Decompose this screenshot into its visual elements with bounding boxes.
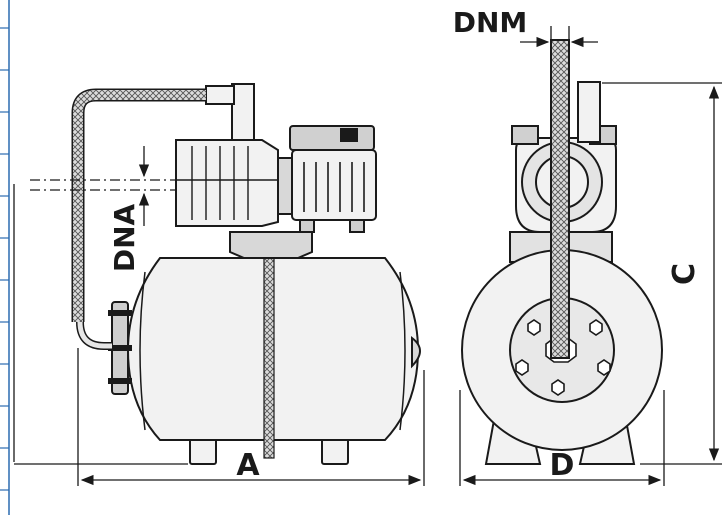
label-d: D	[550, 448, 575, 483]
pump-bracket	[229, 231, 313, 259]
edge-ruler	[0, 0, 10, 515]
front-hose	[550, 39, 570, 359]
dimensions	[13, 26, 722, 486]
tank-rod	[263, 249, 275, 459]
tank-air-valve	[411, 335, 421, 369]
discharge-port	[231, 83, 255, 141]
label-dnm: DNM	[453, 6, 528, 39]
label-a: A	[236, 448, 260, 483]
label-c: C	[667, 263, 702, 285]
terminal-box	[289, 125, 375, 151]
pump-body	[175, 139, 279, 227]
side-view	[76, 83, 421, 465]
label-dna: DNA	[108, 204, 141, 273]
